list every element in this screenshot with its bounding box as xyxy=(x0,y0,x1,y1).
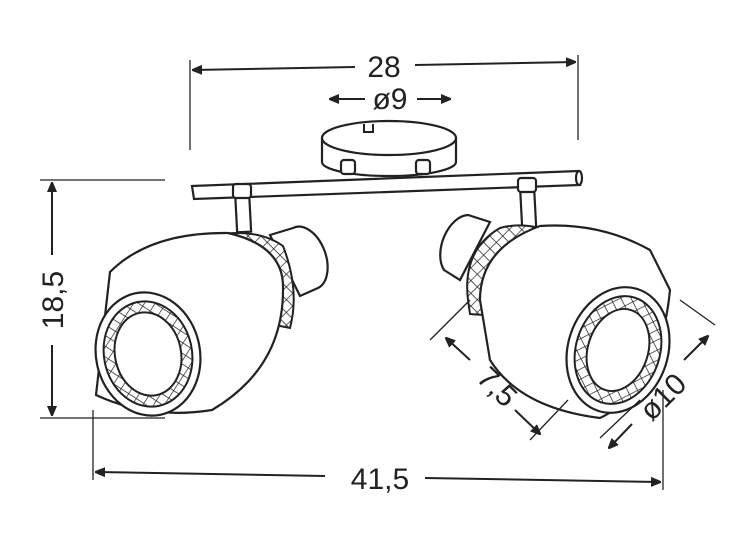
dimension-height-label: 18,5 xyxy=(37,271,70,329)
ceiling-canopy xyxy=(320,119,458,178)
mounting-bar xyxy=(190,169,584,201)
left-spotlight xyxy=(94,182,329,417)
dimension-height: 18,5 xyxy=(37,179,165,419)
dimension-total-width-label: 41,5 xyxy=(351,463,409,496)
dimension-top-width-label: 28 xyxy=(367,51,400,84)
dimension-canopy-diameter: ø9 xyxy=(330,83,450,116)
right-spotlight xyxy=(439,176,672,420)
dimension-canopy-diameter-label: ø9 xyxy=(372,83,407,116)
dimension-top-width: 28 xyxy=(189,51,579,150)
dimension-total-width: 41,5 xyxy=(92,390,664,496)
